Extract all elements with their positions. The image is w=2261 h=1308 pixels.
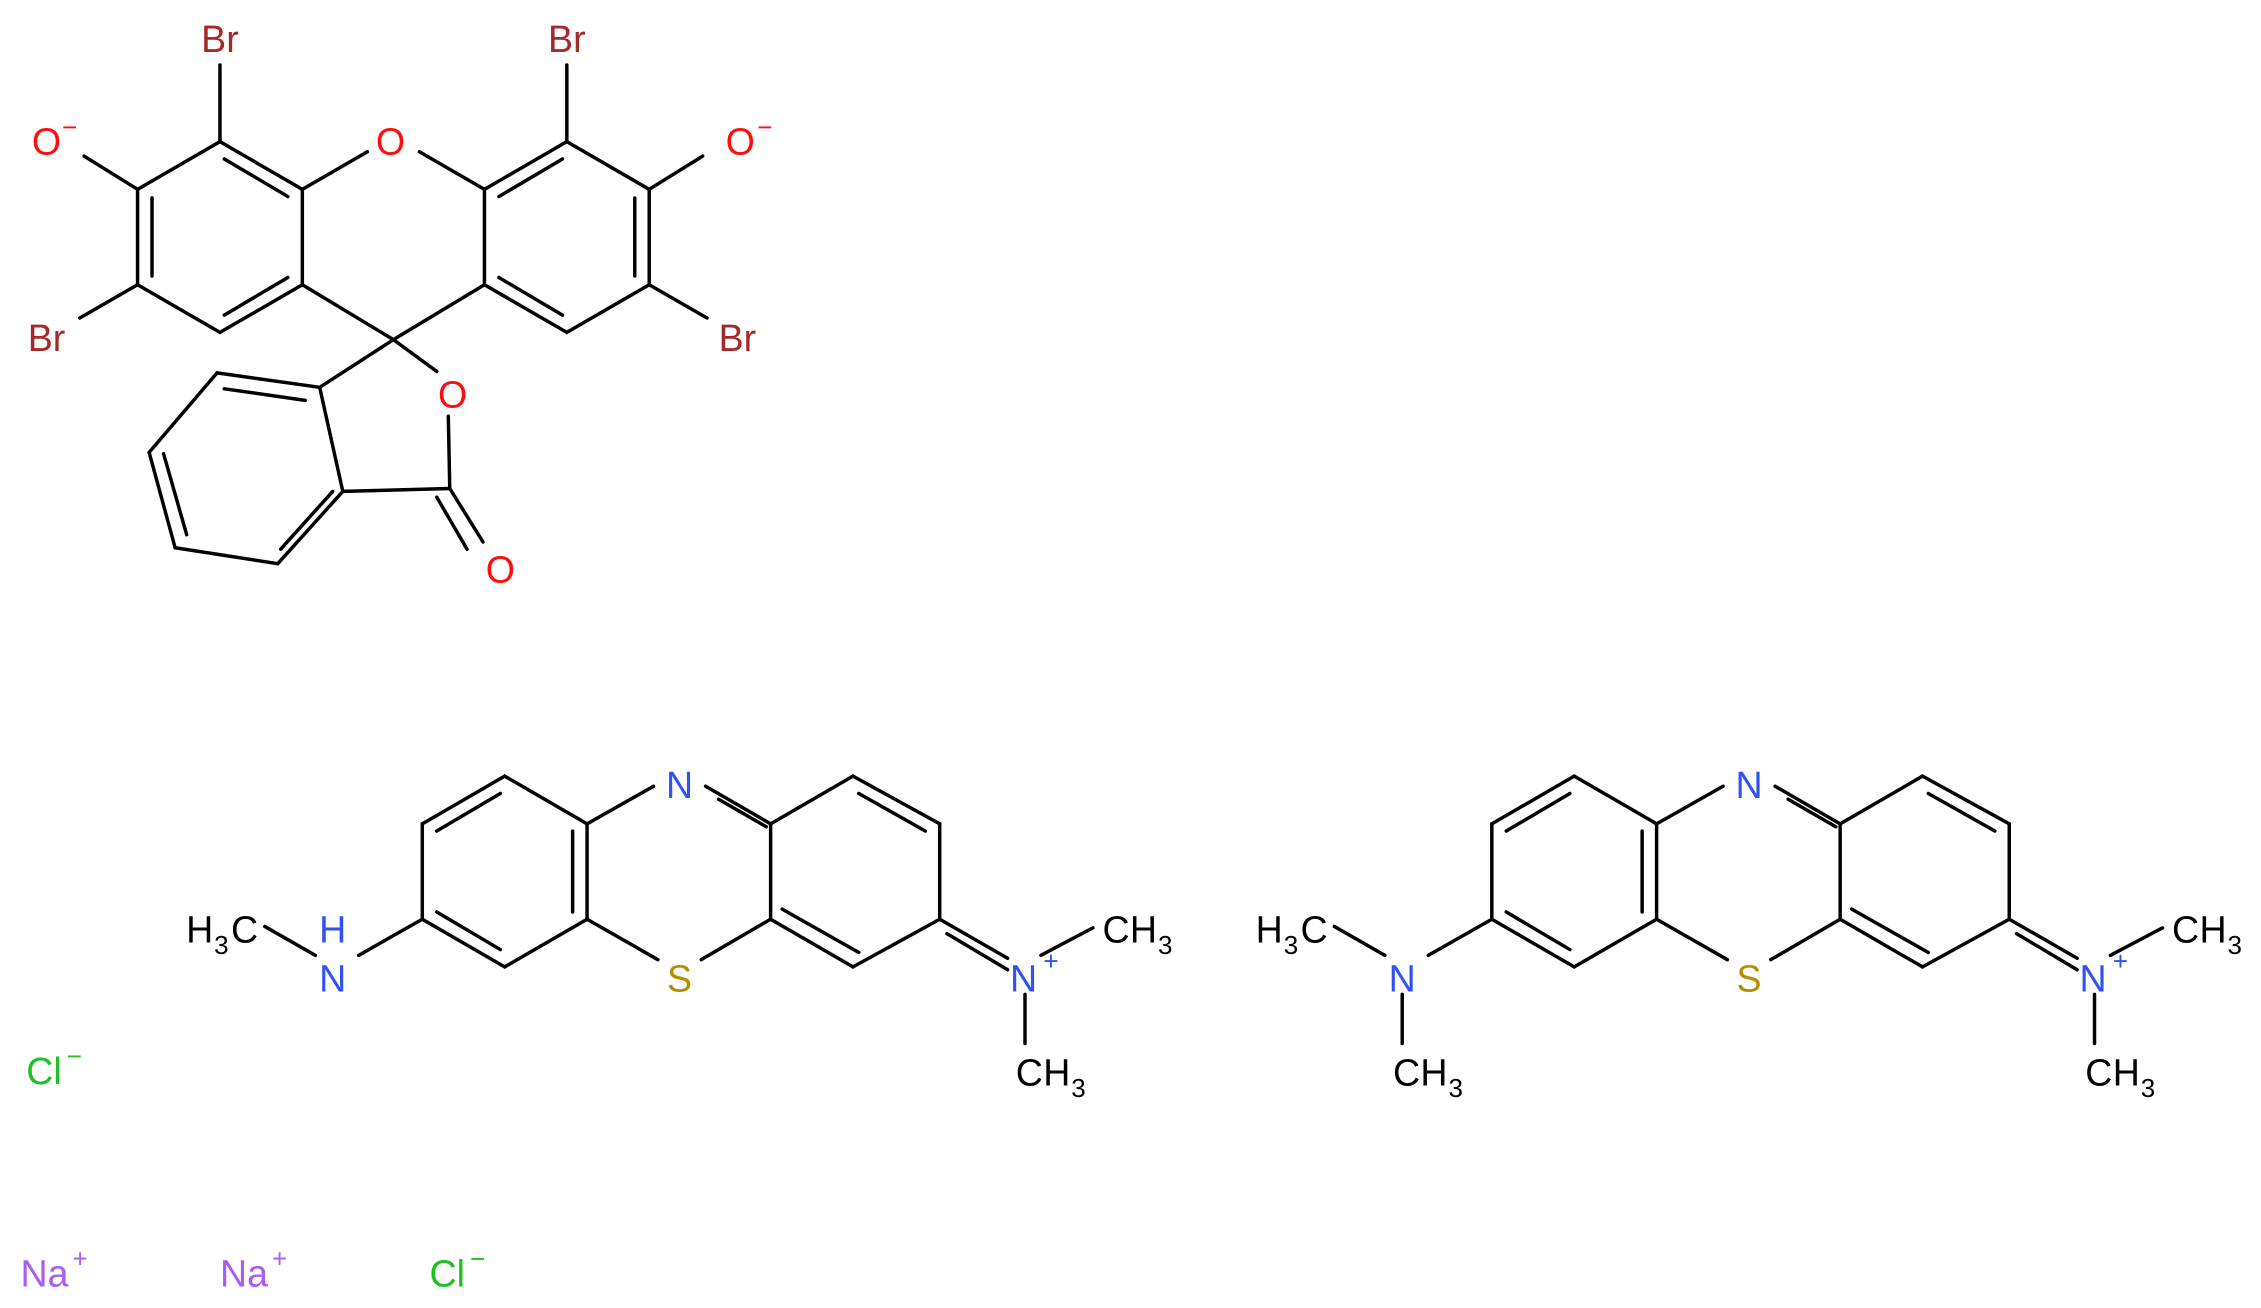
amine-nitrogen-label: N bbox=[319, 957, 346, 999]
chloride-charge: − bbox=[470, 1244, 485, 1274]
methyl-h-upper: H bbox=[1130, 908, 1157, 950]
methyl-group-left: H 3 C bbox=[1256, 908, 1328, 960]
methyl-c-upper: C bbox=[2172, 908, 2199, 950]
methyl-c-upper: C bbox=[1102, 908, 1129, 950]
methyl-c-lower: C bbox=[2085, 1051, 2112, 1093]
amine-hydrogen-label: H bbox=[319, 908, 346, 950]
methylene-blue-bonds bbox=[1332, 774, 2165, 1046]
methyl-sub3-lower: 3 bbox=[1071, 1073, 1085, 1103]
ring-sulfur-label: S bbox=[1737, 957, 1762, 999]
methyl-c-left: C bbox=[1300, 908, 1327, 950]
iminium-plus-sign: + bbox=[2113, 946, 2128, 976]
methyl-group-iminium-lower: C H 3 bbox=[2085, 1051, 2155, 1103]
methyl-sub3-left: 3 bbox=[1284, 930, 1298, 960]
methyl-h-lower: H bbox=[1043, 1051, 1070, 1093]
ring-nitrogen-label: N bbox=[666, 764, 693, 806]
methyl-group-iminium-upper: C H 3 bbox=[2172, 908, 2242, 960]
ring-nitrogen-label: N bbox=[1736, 764, 1763, 806]
methyl-group-left: H 3 C bbox=[186, 908, 258, 960]
azure-b-atom-labels: N S N + N H H 3 C C H 3 C H 3 bbox=[186, 764, 1172, 1103]
iminium-nitrogen-label: N bbox=[2080, 957, 2107, 999]
methylene-blue-atom-labels: N S N + N H 3 C C H 3 C H 3 C H 3 bbox=[1256, 764, 2242, 1103]
lactone-oxygen-label: O bbox=[438, 374, 467, 416]
sodium-ion-right: Na + bbox=[220, 1244, 287, 1295]
carbonyl-oxygen-label: O bbox=[486, 548, 515, 590]
methyl-group-iminium-upper: C H 3 bbox=[1102, 908, 1172, 960]
ring-sulfur-label: S bbox=[667, 957, 692, 999]
eosin-bonds bbox=[78, 63, 709, 566]
azure-b-bonds bbox=[263, 774, 1095, 1046]
chloride-ion-upper: Cl − bbox=[26, 1041, 82, 1092]
amine-nitrogen-label: N bbox=[1389, 957, 1416, 999]
eosin-atom-labels: O Br Br Br Br O − O − O O bbox=[28, 18, 773, 590]
bromine-label-top-right: Br bbox=[548, 18, 586, 60]
methyl-group-iminium-lower: C H 3 bbox=[1016, 1051, 1086, 1103]
methyl-h-left: H bbox=[1256, 908, 1283, 950]
sodium-symbol: Na bbox=[220, 1252, 268, 1294]
chloride-charge: − bbox=[67, 1041, 82, 1071]
bromine-label-top-left: Br bbox=[201, 18, 239, 60]
sodium-symbol: Na bbox=[21, 1252, 69, 1294]
methyl-sub3-left: 3 bbox=[214, 930, 228, 960]
phenoxide-minus-left: − bbox=[62, 112, 77, 142]
methyl-sub3-upper: 3 bbox=[1158, 930, 1172, 960]
iminium-plus-sign: + bbox=[1043, 946, 1058, 976]
methyl-h-left: H bbox=[186, 908, 213, 950]
ring-oxygen-label: O bbox=[376, 121, 405, 163]
methyl-c-lower: C bbox=[1016, 1051, 1043, 1093]
phenoxide-oxygen-label-right: O bbox=[726, 121, 755, 163]
methyl-c-amine-lower: C bbox=[1393, 1051, 1420, 1093]
methyl-group-amine-lower: C H 3 bbox=[1393, 1051, 1463, 1103]
methyl-sub3-lower: 3 bbox=[2141, 1073, 2155, 1103]
chloride-ion-lower: Cl − bbox=[430, 1244, 486, 1295]
sodium-ion-left: Na + bbox=[21, 1244, 88, 1295]
counter-ions: Cl − Na + Na + Cl − bbox=[21, 1041, 486, 1294]
methyl-c-left: C bbox=[231, 908, 258, 950]
methyl-h-lower: H bbox=[2113, 1051, 2140, 1093]
bromine-label-right: Br bbox=[719, 317, 757, 359]
chloride-symbol: Cl bbox=[26, 1050, 61, 1092]
methyl-sub3-amine-lower: 3 bbox=[1448, 1073, 1462, 1103]
sodium-charge: + bbox=[272, 1244, 287, 1274]
bromine-label-left: Br bbox=[28, 317, 66, 359]
methyl-h-amine-lower: H bbox=[1420, 1051, 1447, 1093]
phenoxide-oxygen-label-left: O bbox=[32, 121, 61, 163]
methyl-h-upper: H bbox=[2199, 908, 2226, 950]
phenoxide-minus-right: − bbox=[757, 112, 772, 142]
methyl-sub3-upper: 3 bbox=[2227, 930, 2241, 960]
chloride-symbol: Cl bbox=[430, 1252, 465, 1294]
sodium-charge: + bbox=[73, 1244, 88, 1274]
iminium-nitrogen-label: N bbox=[1010, 957, 1037, 999]
